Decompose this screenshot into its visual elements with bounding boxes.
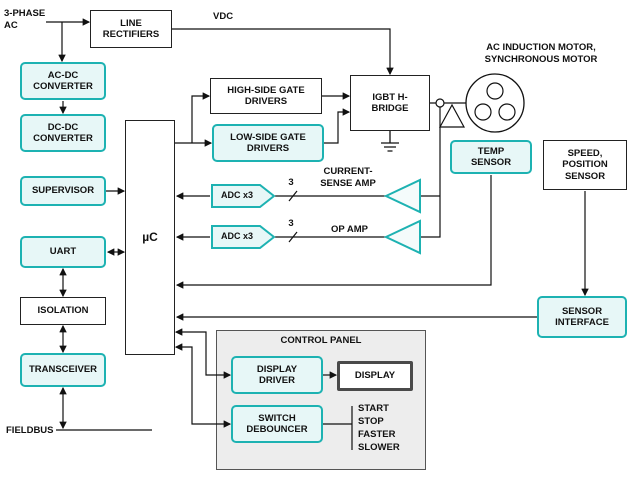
block-transceiver: TRANSCEIVER [20, 353, 106, 387]
label-bus-width-2: 3 [288, 218, 294, 229]
bus-slash-2-icon [288, 231, 298, 243]
block-dc-dc-converter: DC-DC CONVERTER [20, 114, 106, 152]
label-adc1: ADC x3 [220, 190, 253, 200]
block-low-side-gate-drivers: LOW-SIDE GATE DRIVERS [212, 124, 324, 162]
op-amp-icon [383, 219, 421, 255]
block-supervisor: SUPERVISOR [20, 176, 106, 206]
wire-lowside-to-igbt [324, 108, 351, 144]
label-vdc: VDC [213, 11, 234, 22]
block-line-rectifiers: LINE RECTIFIERS [90, 10, 172, 48]
bus-slash-1-icon [288, 190, 298, 202]
label-three-phase-ac: 3-PHASE AC [4, 8, 46, 31]
button-label-slower: SLOWER [358, 442, 400, 453]
wire-uc-displaydriver [174, 328, 232, 379]
button-label-stop: STOP [358, 416, 384, 427]
block-microcontroller: µC [125, 120, 175, 355]
display-screen: DISPLAY [337, 361, 413, 391]
label-fieldbus: FIELDBUS [6, 425, 54, 436]
block-ac-dc-converter: AC-DC CONVERTER [20, 62, 106, 100]
block-isolation: ISOLATION [20, 297, 106, 325]
wire-uc-to-highside [191, 92, 211, 143]
adc2-shape [211, 225, 276, 249]
label-op-amp: OP AMP [331, 224, 368, 235]
motor-symbol [438, 73, 525, 133]
button-label-start: START [358, 403, 389, 414]
adc1-shape [211, 184, 276, 208]
wire-uc-switchdebouncer [174, 343, 232, 428]
block-sensor-interface: SENSOR INTERFACE [537, 296, 627, 338]
wire-tempsensor-to-uc [175, 175, 492, 289]
control-panel-title: CONTROL PANEL [280, 335, 362, 346]
block-temp-sensor: TEMP SENSOR [450, 140, 532, 174]
block-display-driver: DISPLAY DRIVER [231, 356, 323, 394]
ground-icon [381, 131, 399, 152]
block-igbt-h-bridge: IGBT H-BRIDGE [350, 75, 430, 131]
wire-vdc-to-igbt [172, 28, 394, 76]
block-switch-debouncer: SWITCH DEBOUNCER [231, 405, 323, 443]
current-sense-amp-icon [383, 178, 421, 214]
connector-node-icon [435, 98, 445, 108]
wire-sense-tap [421, 103, 441, 238]
block-speed-position-sensor: SPEED, POSITION SENSOR [543, 140, 627, 190]
label-adc2: ADC x3 [220, 231, 253, 241]
block-uart: UART [20, 236, 106, 268]
panel-button-labels: START STOP FASTER SLOWER [358, 402, 400, 454]
block-high-side-gate-drivers: HIGH-SIDE GATE DRIVERS [210, 78, 322, 114]
label-motor: AC INDUCTION MOTOR, SYNCHRONOUS MOTOR [484, 42, 598, 65]
wires [46, 18, 589, 450]
delta-winding-icon [438, 103, 466, 128]
label-bus-width-1: 3 [288, 177, 294, 188]
button-label-faster: FASTER [358, 429, 396, 440]
control-panel: CONTROL PANEL [216, 330, 426, 470]
label-current-sense-amp: CURRENT-SENSE AMP [320, 166, 376, 189]
